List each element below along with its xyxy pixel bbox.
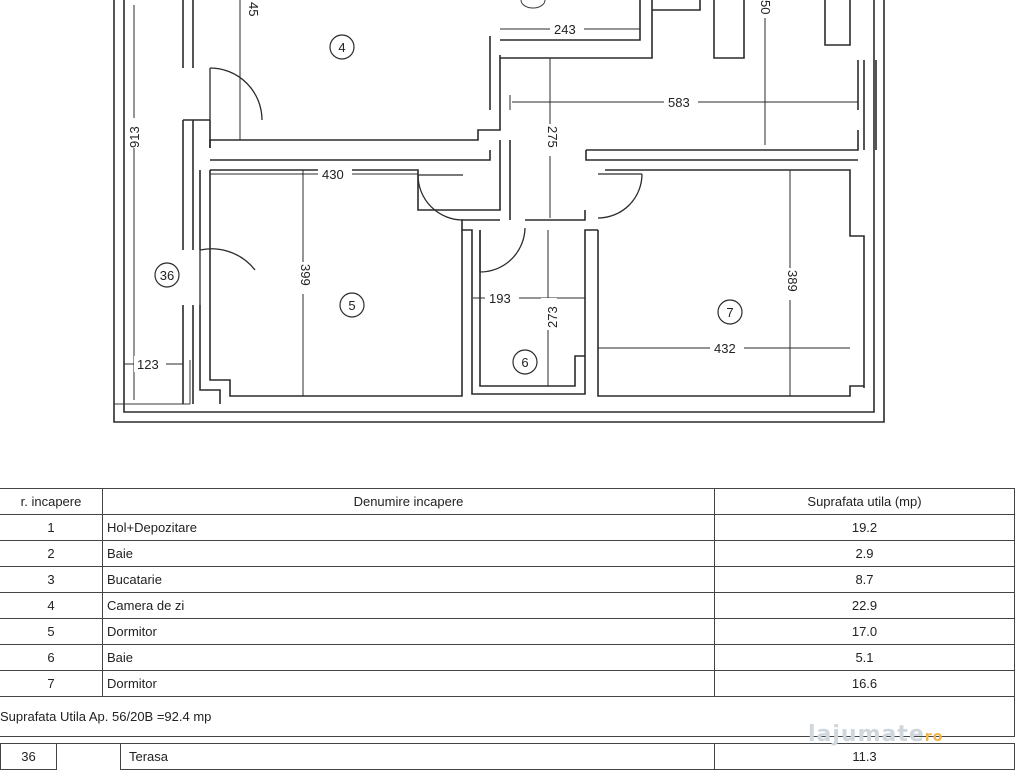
header-room-area: Suprafata utila (mp): [715, 489, 1015, 515]
room-number-cell: 7: [0, 671, 103, 697]
room-5-walls: [199, 170, 463, 404]
dim-583: 583: [668, 95, 690, 110]
room-4-marker: [329, 34, 355, 60]
room-name-cell: Hol+Depozitare: [103, 515, 715, 541]
dimension-lines: [124, 0, 858, 400]
door-room-5: [417, 174, 464, 221]
watermark-logo: lajumatero: [808, 722, 943, 747]
dim-123: 123: [137, 357, 159, 372]
room-area-cell: 5.1: [715, 645, 1015, 671]
room-number-cell: 6: [0, 645, 103, 671]
room-36-marker: [154, 262, 180, 288]
outer-walls: [113, 0, 885, 423]
dim-913: 913: [127, 126, 142, 148]
dim-50: 50: [758, 0, 773, 14]
room-area-cell: 22.9: [715, 593, 1015, 619]
room-area-cell: 2.9: [715, 541, 1015, 567]
terrace-wall: [182, 0, 211, 404]
room-36-number: 36: [160, 268, 174, 283]
room-name-cell: Camera de zi: [103, 593, 715, 619]
terrace-name-cell: Terasa: [120, 744, 715, 770]
dim-193: 193: [489, 291, 511, 306]
header-room-name: Denumire incapere: [103, 489, 715, 515]
table-top-border: [0, 488, 1015, 489]
room-number-cell: 5: [0, 619, 103, 645]
table-row: 1 Hol+Depozitare 19.2: [0, 515, 1015, 541]
room-number-cell: 3: [0, 567, 103, 593]
dim-275: 275: [545, 126, 560, 148]
table-header-row: r. incapere Denumire incapere Suprafata …: [0, 489, 1015, 515]
dimension-labels: 45 913 243 583 50 275 430 399 389 193 27…: [127, 0, 800, 372]
doors: [199, 67, 643, 305]
room-number-cell: 4: [0, 593, 103, 619]
room-number-cell: 1: [0, 515, 103, 541]
room-name-cell: Dormitor: [103, 619, 715, 645]
room-4-number: 4: [338, 40, 345, 55]
room-name-cell: Baie: [103, 645, 715, 671]
table-row: 6 Baie 5.1: [0, 645, 1015, 671]
room-7-walls: [597, 60, 877, 397]
watermark-suffix: ro: [924, 729, 944, 745]
watermark-text: lajumate: [808, 722, 925, 747]
room-6-number: 6: [521, 355, 528, 370]
room-7-number: 7: [726, 305, 733, 320]
terrace-area-cell: 11.3: [715, 744, 1015, 770]
room-area-cell: 17.0: [715, 619, 1015, 645]
table-row: 3 Bucatarie 8.7: [0, 567, 1015, 593]
table-row: 5 Dormitor 17.0: [0, 619, 1015, 645]
room-6-marker: [512, 349, 538, 375]
room-name-cell: Bucatarie: [103, 567, 715, 593]
room-area-cell: 19.2: [715, 515, 1015, 541]
corridor-walls: [210, 60, 859, 395]
dim-273: 273: [545, 306, 560, 328]
room-5-marker: [339, 292, 365, 318]
dim-432: 432: [714, 341, 736, 356]
dim-45: 45: [246, 2, 261, 16]
dim-243: 243: [554, 22, 576, 37]
room-area-cell: 16.6: [715, 671, 1015, 697]
door-room-6: [479, 227, 526, 273]
room-number-cell: 2: [0, 541, 103, 567]
table-row: 7 Dormitor 16.6: [0, 671, 1015, 697]
door-room-36: [199, 248, 256, 305]
table-row: 2 Baie 2.9: [0, 541, 1015, 567]
door-room-7: [597, 173, 643, 219]
terrace-row: 36 Terasa 11.3: [0, 743, 1015, 770]
room-6-walls: [479, 230, 585, 387]
room-name-cell: Baie: [103, 541, 715, 567]
table-row: 4 Camera de zi 22.9: [0, 593, 1015, 619]
room-5-number: 5: [348, 298, 355, 313]
room-markers: 4 5 6 7 36: [154, 0, 743, 375]
room-area-cell: 8.7: [715, 567, 1015, 593]
total-area-summary: Suprafata Utila Ap. 56/20B =92.4 mp: [0, 697, 1015, 737]
terrace-number-cell: 36: [0, 744, 57, 770]
room-7-marker: [717, 299, 743, 325]
dim-430: 430: [322, 167, 344, 182]
dim-389: 389: [785, 270, 800, 292]
room-name-cell: Dormitor: [103, 671, 715, 697]
door-room-4: [209, 67, 263, 121]
header-room-number: r. incapere: [0, 489, 103, 515]
dim-399: 399: [298, 264, 313, 286]
floor-plan: 45 913 243 583 50 275 430 399 389 193 27…: [113, 0, 885, 423]
room-4-walls: [209, 0, 851, 161]
